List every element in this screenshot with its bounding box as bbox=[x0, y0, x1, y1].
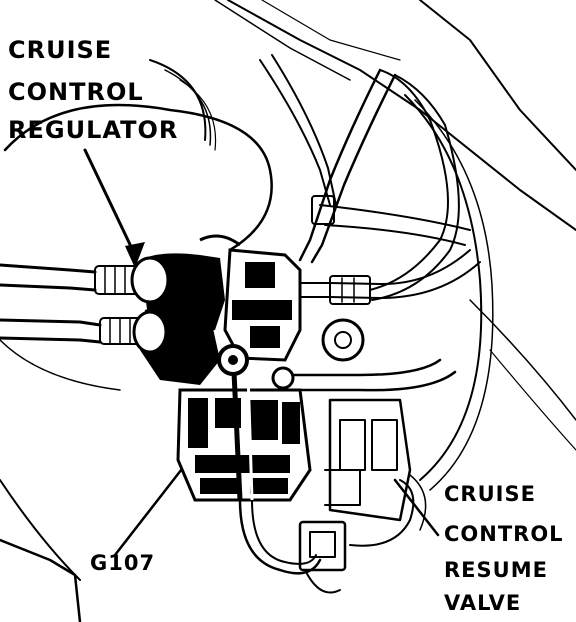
resume-valve-label-line-3: RESUME bbox=[444, 558, 548, 582]
mounting-eye bbox=[321, 318, 365, 362]
cruise-control-regulator bbox=[130, 234, 312, 502]
ground-label: G107 bbox=[90, 551, 156, 575]
regulator-label-line-3: REGULATOR bbox=[8, 116, 179, 144]
resume-valve-body bbox=[324, 398, 427, 547]
resume-valve-label-line-1: CRUISE bbox=[444, 482, 536, 506]
fender-edge-lines bbox=[214, 0, 576, 451]
throttle-cables bbox=[0, 263, 146, 345]
vacuum-hoses bbox=[259, 54, 494, 491]
regulator-label-line-2: CONTROL bbox=[8, 78, 144, 106]
air-cleaner-outline bbox=[0, 59, 273, 581]
vacuum-connector bbox=[289, 249, 481, 305]
lower-harness bbox=[238, 498, 347, 594]
regulator-label-line-1: CRUISE bbox=[8, 36, 113, 64]
leader-lines bbox=[83, 148, 440, 557]
lower-bracket bbox=[0, 538, 82, 622]
resume-valve-label-line-2: CONTROL bbox=[444, 522, 564, 546]
resume-valve-hoses bbox=[288, 358, 457, 392]
resume-valve-label-line-4: VALVE bbox=[444, 591, 522, 615]
